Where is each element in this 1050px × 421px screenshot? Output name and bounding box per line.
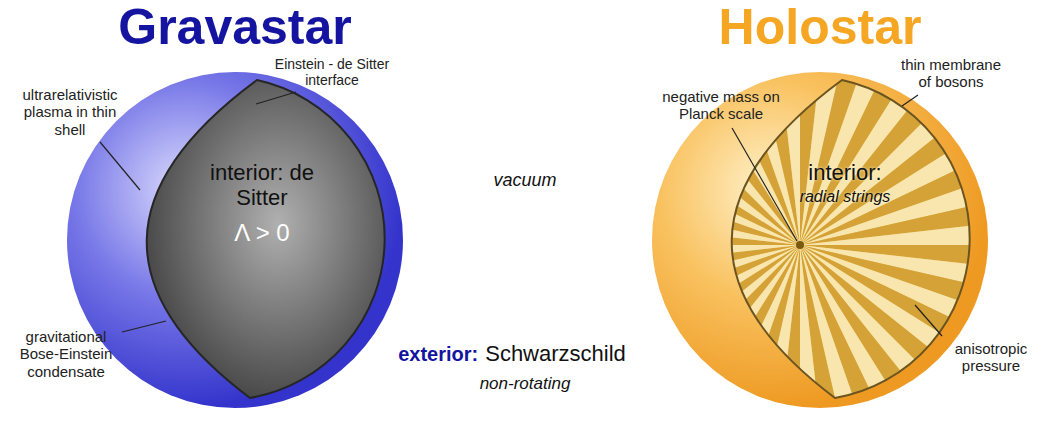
- shape-outline: [730, 78, 985, 400]
- radial-string: [729, 0, 800, 245]
- lambda-label: Λ > 0: [234, 219, 289, 248]
- sphere-heading: Gravastar: [118, 0, 352, 55]
- radial-string: [529, 45, 800, 245]
- exterior-label: exterior:: [398, 343, 478, 366]
- sphere-heading: Holostar: [719, 0, 922, 55]
- region-label: vacuum: [455, 170, 595, 191]
- callout-label: thin membrane of bosons: [895, 56, 1007, 91]
- leader-line: [902, 95, 918, 106]
- radial-string: [529, 245, 800, 421]
- leader-line: [915, 305, 942, 336]
- radial-string: [574, 0, 800, 245]
- callout-label: gravitational Bose-Einstein condensate: [8, 328, 124, 380]
- radial-string: [800, 209, 1050, 245]
- callout-label: Einstein - de Sitter interface: [266, 56, 398, 88]
- leader-line: [100, 142, 140, 190]
- de-sitter-interior: interior: de Sitter Λ > 0: [145, 78, 400, 400]
- radial-string: [694, 0, 800, 245]
- radial-string: [482, 245, 800, 316]
- radial-string: [550, 19, 800, 245]
- leader-line: [732, 128, 797, 241]
- radial-string: [488, 245, 800, 351]
- radial-strings-interior: interior: radial strings: [730, 78, 985, 400]
- radial-string: [800, 245, 871, 421]
- radial-string: [512, 75, 800, 245]
- radial-string: [661, 0, 800, 245]
- note-label: non-rotating: [455, 374, 595, 394]
- metric-label: Schwarzschild: [485, 341, 626, 366]
- sphere-shell: [67, 72, 403, 408]
- interior-region: [147, 80, 385, 398]
- callout-label: negative mass on Planck scale: [660, 88, 782, 123]
- interior-outline: [732, 80, 970, 398]
- interior-sublabel: radial strings: [800, 187, 891, 206]
- interior-label: interior: de Sitter: [206, 160, 318, 211]
- interior-label: interior:: [808, 160, 881, 185]
- central-mass: [796, 241, 804, 249]
- leader-line: [122, 321, 166, 332]
- radial-string: [480, 245, 800, 281]
- leader-line: [256, 92, 296, 104]
- radial-string: [764, 0, 800, 245]
- callout-label: ultrarelativistic plasma in thin shell: [8, 86, 132, 138]
- callout-label: anisotropic pressure: [940, 340, 1042, 375]
- radial-string: [630, 0, 800, 245]
- radial-string: [600, 0, 800, 245]
